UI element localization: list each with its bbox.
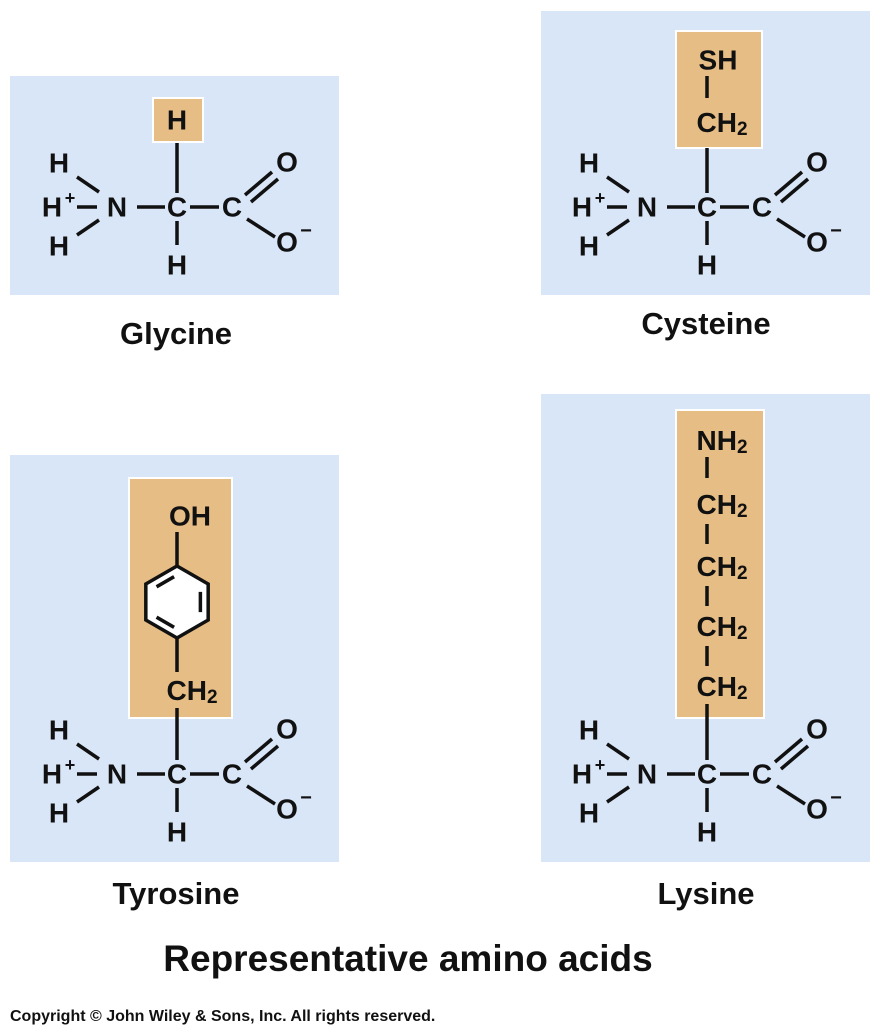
tyrosine-bond-h-bottom xyxy=(76,785,100,804)
tyrosine-carbonyl-carbon: C xyxy=(222,759,242,790)
glycine-amino-h-top: H xyxy=(49,148,69,179)
lysine-amino-h-bottom: H xyxy=(579,798,599,829)
lysine-amino-h-top: H xyxy=(579,715,599,746)
tyrosine-amino-h-top: H xyxy=(49,715,69,746)
cysteine-oxygen: O xyxy=(806,147,828,178)
glycine-double-bond-b xyxy=(249,177,280,204)
glycine-alpha-h: H xyxy=(167,250,187,281)
cysteine-amino-h-bottom: H xyxy=(579,231,599,262)
tyrosine-oxygen: O xyxy=(276,714,298,745)
lysine-oxygen: O xyxy=(806,714,828,745)
lysine-oxygen-minus: O xyxy=(806,794,828,825)
cysteine-amino-h-top: H xyxy=(579,148,599,179)
lysine-ch2-1: CH2 xyxy=(696,489,747,522)
lysine-carbonyl-carbon: C xyxy=(752,759,772,790)
benzene-inner-bond-1 xyxy=(155,615,175,629)
lysine-plus-charge: + xyxy=(595,755,606,775)
tyrosine-plus-charge: + xyxy=(65,755,76,775)
tyrosine-double-bond-a xyxy=(243,737,274,764)
cysteine-oxygen-minus: O xyxy=(806,227,828,258)
lysine-label: Lysine xyxy=(657,876,755,911)
glycine-alpha-carbon: C xyxy=(167,192,187,223)
glycine-amino-h-plus: H xyxy=(42,192,62,223)
lysine-minus-charge: − xyxy=(830,787,842,809)
lysine-ch2-2: CH2 xyxy=(696,551,747,584)
cysteine-nitrogen: N xyxy=(637,192,657,223)
tyrosine-nitrogen: N xyxy=(107,759,127,790)
lysine-amino-h-plus: H xyxy=(572,759,592,790)
cysteine-alpha-h: H xyxy=(697,250,717,281)
cysteine-label: Cysteine xyxy=(641,306,771,341)
glycine-carbonyl-carbon: C xyxy=(222,192,242,223)
tyrosine-alpha-carbon: C xyxy=(167,759,187,790)
lysine-double-bond-a xyxy=(773,737,804,764)
cysteine-bond-o-minus xyxy=(776,217,806,239)
glycine-minus-charge: − xyxy=(300,220,312,242)
cysteine-bond-h-bottom xyxy=(606,218,630,237)
lysine-bond-o-minus xyxy=(776,784,806,806)
lysine-alpha-carbon: C xyxy=(697,759,717,790)
cysteine-double-bond-b xyxy=(779,177,810,204)
lysine-double-bond-b xyxy=(779,744,810,771)
glycine-oxygen-minus: O xyxy=(276,227,298,258)
cysteine-plus-charge: + xyxy=(595,188,606,208)
tyrosine-double-bond-b xyxy=(249,744,280,771)
cysteine-sh: SH xyxy=(699,45,738,76)
cysteine-alpha-carbon: C xyxy=(697,192,717,223)
lysine-bond-h-bottom xyxy=(606,785,630,804)
glycine-double-bond-a xyxy=(243,170,274,197)
glycine-amino-h-bottom: H xyxy=(49,231,69,262)
cysteine-amino-h-plus: H xyxy=(572,192,592,223)
tyrosine-amino-h-bottom: H xyxy=(49,798,69,829)
glycine-oxygen: O xyxy=(276,147,298,178)
cysteine-double-bond-a xyxy=(773,170,804,197)
glycine-label: Glycine xyxy=(120,316,232,351)
glycine-bond-h-top xyxy=(76,175,100,194)
glycine-nitrogen: N xyxy=(107,192,127,223)
tyrosine-ch2: CH2 xyxy=(166,675,217,708)
lysine-nitrogen: N xyxy=(637,759,657,790)
glycine-side-chain-box xyxy=(152,97,204,143)
lysine-nh2: NH2 xyxy=(696,425,747,458)
lysine-alpha-h: H xyxy=(697,817,717,848)
tyrosine-minus-charge: − xyxy=(300,787,312,809)
tyrosine-oh: OH xyxy=(169,501,211,532)
copyright-notice: Copyright © John Wiley & Sons, Inc. All … xyxy=(10,1008,436,1025)
tyrosine-bond-h-top xyxy=(76,742,100,761)
tyrosine-amino-h-plus: H xyxy=(42,759,62,790)
glycine-plus-charge: + xyxy=(65,188,76,208)
cysteine-side-chain-box xyxy=(675,30,763,149)
glycine-bond-o-minus xyxy=(246,217,276,239)
figure-title: Representative amino acids xyxy=(163,938,653,979)
tyrosine-label: Tyrosine xyxy=(112,876,240,911)
glycine-side-chain-h: H xyxy=(167,105,187,136)
cysteine-minus-charge: − xyxy=(830,220,842,242)
cysteine-bond-h-top xyxy=(606,175,630,194)
glycine-bond-h-bottom xyxy=(76,218,100,237)
tyrosine-alpha-h: H xyxy=(167,817,187,848)
benzene-inner-bond-0 xyxy=(155,575,175,589)
tyrosine-bond-o-minus xyxy=(246,784,276,806)
lysine-bond-h-top xyxy=(606,742,630,761)
cysteine-ch2: CH2 xyxy=(696,107,747,140)
lysine-ch2-4: CH2 xyxy=(696,671,747,704)
cysteine-carbonyl-carbon: C xyxy=(752,192,772,223)
tyrosine-oxygen-minus: O xyxy=(276,794,298,825)
lysine-side-chain-box xyxy=(675,409,765,719)
lysine-ch2-3: CH2 xyxy=(696,611,747,644)
